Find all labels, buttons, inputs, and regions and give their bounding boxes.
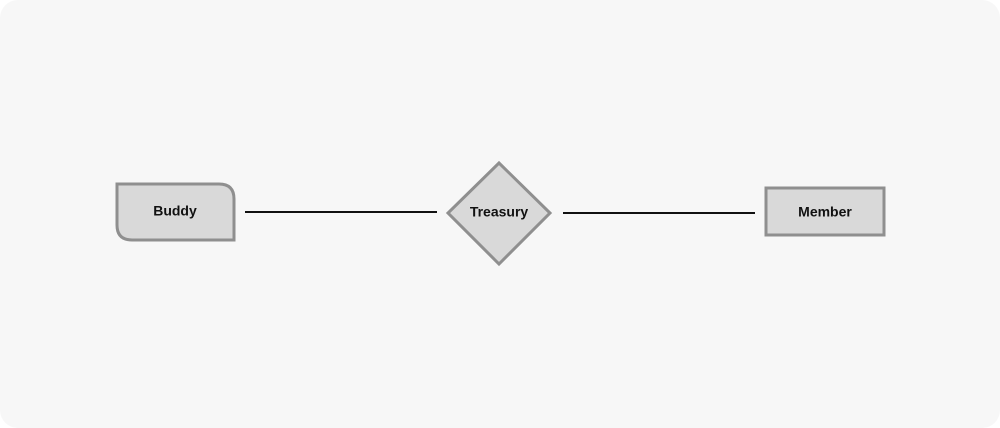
node-treasury[interactable]: Treasury bbox=[445, 160, 553, 267]
node-buddy[interactable]: Buddy bbox=[115, 182, 236, 242]
node-member-label: Member bbox=[798, 204, 852, 220]
node-treasury-label: Treasury bbox=[470, 204, 529, 220]
node-buddy-shape bbox=[115, 182, 236, 242]
node-member[interactable]: Member bbox=[764, 186, 886, 237]
node-member-shape bbox=[764, 186, 886, 237]
node-buddy-label: Buddy bbox=[153, 203, 197, 219]
node-treasury-shape bbox=[445, 160, 553, 267]
